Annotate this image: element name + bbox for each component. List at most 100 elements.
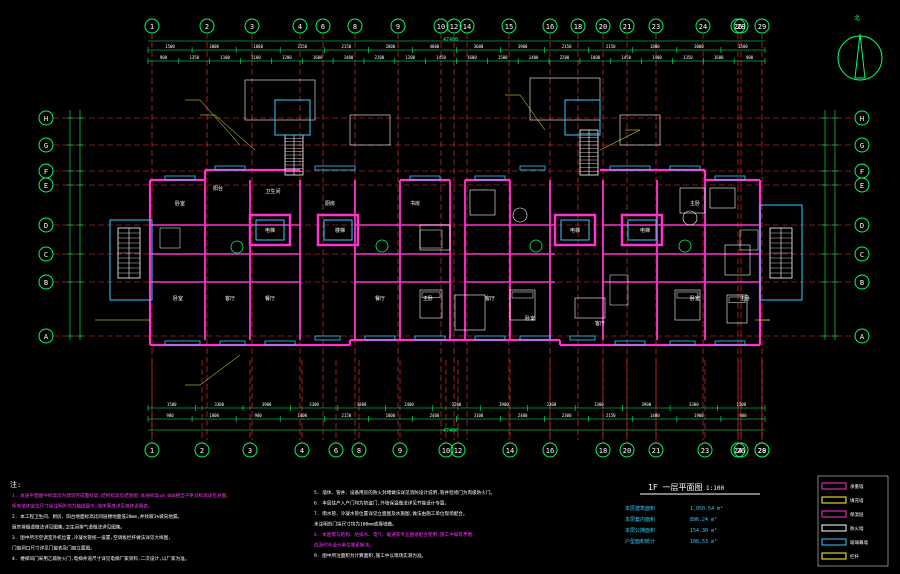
axis-bottom-24: 24 [730, 360, 746, 458]
dim-text: 1600 [714, 55, 724, 60]
window [669, 165, 701, 171]
axis-bottom-16: 16 [542, 360, 558, 458]
note-right-line: 8. 本图需与结构、给排水、电气、暖通等专业图纸配合使用,施工中如有矛盾, [314, 531, 475, 538]
dim-text: 3300 [689, 402, 699, 407]
legend-label: 保温层 [850, 511, 864, 518]
axis-top-12: 12 [446, 18, 462, 440]
dim-text: 1100 [220, 55, 230, 60]
svg-text:C: C [860, 251, 864, 259]
dim-text: 1600 [313, 55, 323, 60]
kitchen-counter [419, 229, 443, 249]
window [364, 335, 396, 341]
axis-bottom-10: 10 [438, 360, 454, 458]
svg-text:F: F [44, 168, 48, 176]
dim-text: 3300 [309, 402, 319, 407]
dim-text: 2400 [518, 413, 528, 418]
dim-text: 1400 [529, 55, 539, 60]
axis-top-label: 9 [396, 23, 400, 31]
axis-top-label: 29 [758, 23, 766, 31]
note-left-line: 1. 本层平面图中标高均为建筑完成面标高,结构标高见结施图,本层标高±0.000… [12, 492, 231, 499]
svg-text:A: A [44, 333, 49, 341]
axis-bottom-label: 1 [150, 447, 154, 455]
general-notes: 注: 1. 本层平面图中标高均为建筑完成面标高,结构标高见结施图,本层标高±0.… [10, 480, 495, 562]
window [614, 340, 646, 346]
window [164, 340, 201, 346]
dim-text: 1800 [209, 413, 219, 418]
unit-marker [529, 239, 543, 253]
elevator-core-left [248, 213, 292, 247]
elevator-core-right [553, 213, 597, 247]
dim-text: 1800 [386, 44, 396, 49]
axis-top-label: 28 [737, 23, 745, 31]
dim-text: 2150 [342, 44, 352, 49]
note-left-line: 所有墙体定位尺寸除注明外均为轴线居中,墙体厚度详见墙体说明表。 [12, 503, 153, 510]
side-stair-right [769, 227, 793, 279]
dim-text: 1450 [436, 55, 446, 60]
svg-text:H: H [44, 115, 48, 123]
axis-top-label: 26 [734, 23, 742, 31]
dim-text: 3800 [357, 402, 367, 407]
bottom-total-dimension: 47400 [443, 428, 458, 434]
room-label: 客厅 [595, 320, 605, 327]
top-shaft-left [244, 79, 316, 121]
elevator-core-left-2 [316, 213, 360, 247]
room-label: 主卧 [690, 200, 700, 207]
axis-bottom-label: 10 [442, 447, 450, 455]
note-right-line: 5. 墙体、管井、设备用房的防火封堵做法详见消防设计说明,管井检修门为丙级防火门… [314, 489, 495, 496]
leader-line [519, 94, 546, 131]
dim-text: 3600 [474, 44, 484, 49]
legend-item: 承重墙 [821, 482, 864, 490]
cabinet [469, 189, 496, 216]
drawing-scale: 1:100 [706, 485, 724, 492]
dim-text: 3900 [499, 402, 509, 407]
dim-text: 1500 [498, 55, 508, 60]
room-label: 电梯 [265, 227, 275, 234]
north-arrow: 北 [837, 14, 883, 81]
svg-text:F: F [860, 168, 864, 176]
elevator-shaft [255, 219, 285, 241]
note-right-line: 未注明的门垛尺寸均为100mm或靠墙做。 [314, 521, 397, 528]
axis-top-label: 20 [599, 23, 607, 31]
dim-text: 1350 [189, 55, 199, 60]
room-label: 楼梯 [335, 227, 345, 234]
note-left-line: 2. 本工程卫生间、厨房、阳台地面标高比同层楼地面低20mm,并找坡1%坡向地漏… [12, 513, 182, 520]
dim-text: 1500 [165, 44, 175, 49]
window [164, 175, 196, 181]
axis-bottom-label: 26 [737, 447, 745, 455]
dim-text: 900 [160, 55, 168, 60]
axis-bottom-20: 20 [619, 360, 635, 458]
axis-bottom-label: 12 [454, 447, 462, 455]
area-value: 1,050.54 m² [690, 506, 723, 512]
axis-top-label: 8 [353, 23, 357, 31]
legend-label: 承重墙 [850, 483, 864, 490]
axis-bottom-label: 20 [623, 447, 631, 455]
bed [419, 289, 443, 319]
axis-bottom-23: 23 [697, 360, 713, 458]
bed [674, 289, 701, 321]
drawing-title: 1F 一层平面图 1:100 [640, 483, 760, 495]
legend-item: 玻璃幕墙 [821, 538, 868, 546]
top-room-left [349, 114, 391, 146]
axis-top-2: 2 [199, 18, 215, 440]
area-label: 本层公摊面积 [625, 527, 655, 534]
leader-line [214, 114, 256, 151]
axis-bottom-label: 24 [734, 447, 742, 455]
room-label: 主卧 [423, 295, 433, 302]
dim-text: 4000 [430, 44, 440, 49]
axis-bottom-3: 3 [242, 360, 258, 458]
axis-bottom-label: 28 [758, 447, 766, 455]
elevator-shaft [627, 219, 657, 241]
window [214, 165, 246, 171]
north-arrow-icon [854, 33, 866, 79]
dim-text: 2150 [562, 44, 572, 49]
axis-bottom-label: 21 [652, 447, 660, 455]
side-balcony-right [759, 204, 803, 301]
note-left-line: 厨房排烟道做法详见图集,卫生间排气道做法详见图集。 [12, 524, 125, 531]
axis-top-18: 18 [570, 18, 586, 440]
